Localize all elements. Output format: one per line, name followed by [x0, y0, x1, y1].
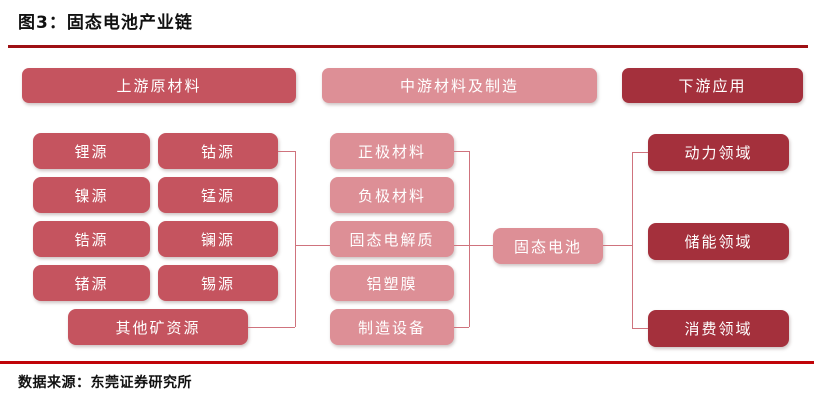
connector-equipment-to-bracket	[454, 327, 469, 328]
header-midstream: 中游材料及制造	[322, 68, 597, 103]
bottom-divider-rule	[0, 361, 814, 364]
connector-cobalt-to-bracket	[278, 151, 295, 152]
connector-battery-to-fan	[603, 245, 633, 246]
top-divider-rule	[8, 45, 808, 48]
connector-downstream-fan-trunk	[632, 152, 633, 329]
connector-cathode-to-bracket	[454, 151, 469, 152]
connector-fan-to-consumer	[632, 328, 648, 329]
header-downstream: 下游应用	[622, 68, 803, 103]
connector-midstream-bracket-trunk	[469, 151, 470, 327]
node-anode-materials: 负极材料	[330, 177, 454, 213]
node-zirconium-source: 锆源	[33, 221, 150, 257]
node-cathode-materials: 正极材料	[330, 133, 454, 169]
node-tin-source: 锡源	[158, 265, 278, 301]
figure-title: 图3：固态电池产业链	[18, 13, 193, 33]
node-power-sector: 动力领域	[648, 134, 789, 171]
node-nickel-source: 镍源	[33, 177, 150, 213]
node-germanium-source: 锗源	[33, 265, 150, 301]
connector-upstream-bracket-trunk	[295, 151, 296, 327]
connector-fan-to-power	[632, 152, 648, 153]
node-lanthanum-source: 镧源	[158, 221, 278, 257]
node-other-minerals: 其他矿资源	[68, 309, 248, 345]
connector-bracket-to-battery	[454, 245, 493, 246]
node-consumer-sector: 消费领域	[648, 310, 789, 347]
node-cobalt-source: 钴源	[158, 133, 278, 169]
node-aluminum-plastic-film: 铝塑膜	[330, 265, 454, 301]
source-note: 数据来源：东莞证券研究所	[18, 375, 192, 391]
node-manufacturing-equipment: 制造设备	[330, 309, 454, 345]
node-manganese-source: 锰源	[158, 177, 278, 213]
connector-bracket-to-electrolyte	[295, 245, 330, 246]
connector-minerals-to-bracket	[248, 327, 295, 328]
header-upstream: 上游原材料	[22, 68, 296, 103]
node-energy-storage-sector: 储能领域	[648, 223, 789, 260]
node-solid-state-battery: 固态电池	[493, 228, 603, 264]
node-solid-electrolyte: 固态电解质	[330, 221, 454, 257]
node-lithium-source: 锂源	[33, 133, 150, 169]
